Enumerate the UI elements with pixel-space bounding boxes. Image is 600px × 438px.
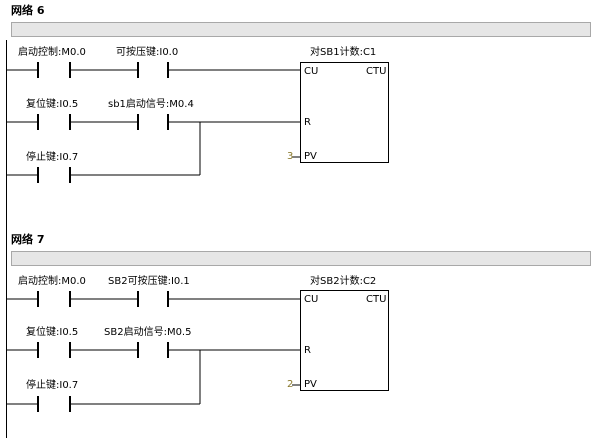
contact-label[interactable]: 复位键:I0.5 [26,99,79,110]
counter-title[interactable]: 对SB2计数:C2 [310,276,377,287]
counter-cu-pin: CU [304,294,319,305]
counter-r-pin: R [304,117,311,128]
counter-box [300,290,389,391]
network-title[interactable]: 网络 7 [11,233,45,246]
counter-type: CTU [366,294,387,305]
network-comment[interactable] [11,251,591,266]
contact-label[interactable]: SB2可按压键:I0.1 [108,276,190,287]
network-comment[interactable] [11,22,591,37]
counter-type: CTU [366,66,387,77]
network-title[interactable]: 网络 6 [11,4,45,17]
counter-pv-value[interactable]: 3 [287,151,294,162]
counter-box [300,62,389,163]
contact-label[interactable]: 启动控制:M0.0 [18,47,86,58]
counter-pv-value[interactable]: 2 [287,379,294,390]
contact-label[interactable]: 停止键:I0.7 [26,152,79,163]
counter-cu-pin: CU [304,66,319,77]
counter-pv-pin: PV [304,379,317,390]
contact-label[interactable]: sb1启动信号:M0.4 [108,99,194,110]
contact-label[interactable]: SB2启动信号:M0.5 [104,327,192,338]
contact-label[interactable]: 复位键:I0.5 [26,327,79,338]
counter-r-pin: R [304,345,311,356]
counter-pv-pin: PV [304,151,317,162]
contact-label[interactable]: 可按压键:I0.0 [116,47,179,58]
contact-label[interactable]: 停止键:I0.7 [26,380,79,391]
contact-label[interactable]: 启动控制:M0.0 [18,276,86,287]
counter-title[interactable]: 对SB1计数:C1 [310,47,377,58]
